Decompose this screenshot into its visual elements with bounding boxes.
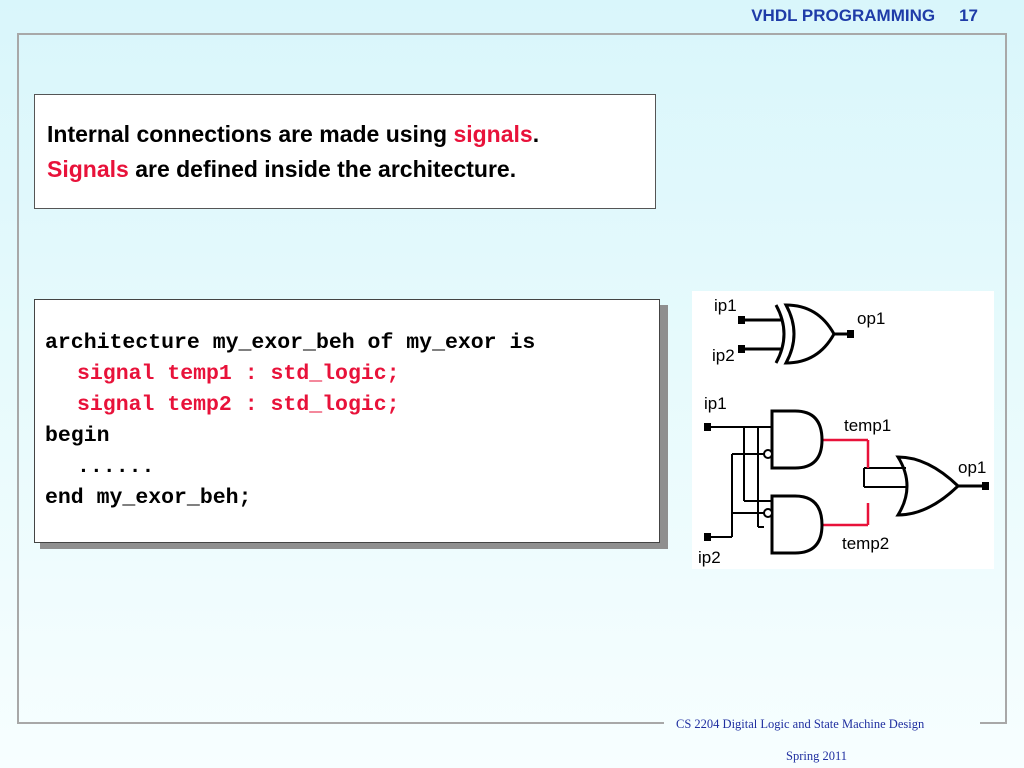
ip1-label: ip1 — [704, 394, 727, 413]
wires — [706, 426, 906, 538]
code-line-6: end my_exor_beh; — [45, 486, 252, 510]
frame-left-border — [17, 33, 19, 723]
red-signal-wires — [822, 438, 870, 527]
temp1-label: temp1 — [844, 416, 891, 435]
code-line-3: signal temp2 : std_logic; — [77, 393, 400, 417]
ip1-terminal — [738, 316, 745, 324]
op1-terminal — [847, 330, 854, 338]
temp2-label: temp2 — [842, 534, 889, 553]
code-line-4: begin — [45, 424, 110, 448]
frame-bottom-border-right — [980, 722, 1007, 724]
and-gate-1 — [763, 409, 824, 470]
code-line-1: architecture my_exor_beh of my_exor is — [45, 331, 536, 355]
ip2-terminal — [738, 345, 745, 353]
and-gate-2 — [763, 494, 824, 555]
circuit-svg: ip1 ip2 op1 — [698, 296, 989, 567]
top-op1-label: op1 — [857, 309, 885, 328]
code-box: architecture my_exor_beh of my_exor is s… — [34, 299, 660, 543]
xor-gate-symbol — [742, 303, 850, 365]
statement-period: . — [532, 121, 540, 147]
page-number: 17 — [959, 6, 978, 25]
statement-line-2: Signals are defined inside the architect… — [47, 156, 516, 183]
ip2-label: ip2 — [698, 548, 721, 567]
op1-label: op1 — [958, 458, 986, 477]
frame-bottom-border — [17, 722, 664, 724]
footer-course: CS 2204 Digital Logic and State Machine … — [676, 717, 925, 731]
statement-text: Internal connections are made using — [47, 121, 454, 147]
header-title: VHDL PROGRAMMING — [751, 6, 936, 25]
top-ip1-label: ip1 — [714, 296, 737, 315]
ip1-input-terminal — [704, 423, 711, 431]
slide-header: VHDL PROGRAMMING 17 — [751, 6, 978, 26]
statement-box: Internal connections are made using sign… — [34, 94, 656, 209]
statement-text-2: are defined inside the architecture. — [128, 156, 517, 182]
or-gate — [895, 455, 984, 517]
frame-right-border — [1005, 33, 1007, 723]
highlight-signals-capital: Signals — [47, 156, 129, 182]
frame-top-border — [17, 33, 1007, 35]
op1-output-terminal — [982, 482, 989, 490]
ip2-input-terminal — [704, 533, 711, 541]
code-line-2: signal temp1 : std_logic; — [77, 362, 400, 386]
footer-term: Spring 2011 — [786, 749, 847, 763]
circuit-diagram: ip1 ip2 op1 — [692, 291, 994, 569]
highlight-signals: signals — [453, 121, 533, 147]
top-ip2-label: ip2 — [712, 346, 735, 365]
statement-line-1: Internal connections are made using sign… — [47, 121, 539, 148]
code-line-5: ...... — [77, 455, 155, 479]
